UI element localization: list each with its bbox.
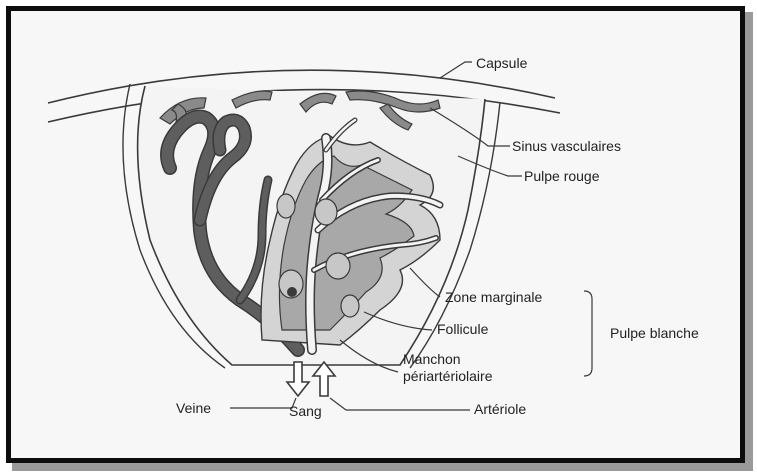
- arrow-down: [287, 362, 309, 396]
- lymphocyte-nucleus: [287, 287, 297, 297]
- label-sinus-vasculaires: Sinus vasculaires: [512, 138, 621, 154]
- leader-capsule: [440, 62, 472, 78]
- label-arteriole: Artériole: [474, 401, 526, 417]
- bracket-pulpe-blanche: [584, 291, 592, 376]
- label-pulpe-blanche: Pulpe blanche: [610, 325, 699, 341]
- label-veine: Veine: [176, 400, 211, 416]
- label-capsule: Capsule: [476, 55, 528, 71]
- leader-arteriole: [330, 398, 470, 410]
- label-manchon: Manchon: [403, 351, 461, 367]
- label-zone-marginale: Zone marginale: [445, 289, 542, 305]
- arrow-up: [313, 362, 335, 396]
- blood-flow-arrows: [287, 362, 335, 396]
- label-sang: Sang: [289, 403, 322, 419]
- leader-veine: [230, 398, 296, 408]
- label-pulpe-rouge: Pulpe rouge: [524, 168, 600, 184]
- label-periarteriolaire: périartériolaire: [403, 368, 493, 384]
- label-follicule: Follicule: [437, 321, 489, 337]
